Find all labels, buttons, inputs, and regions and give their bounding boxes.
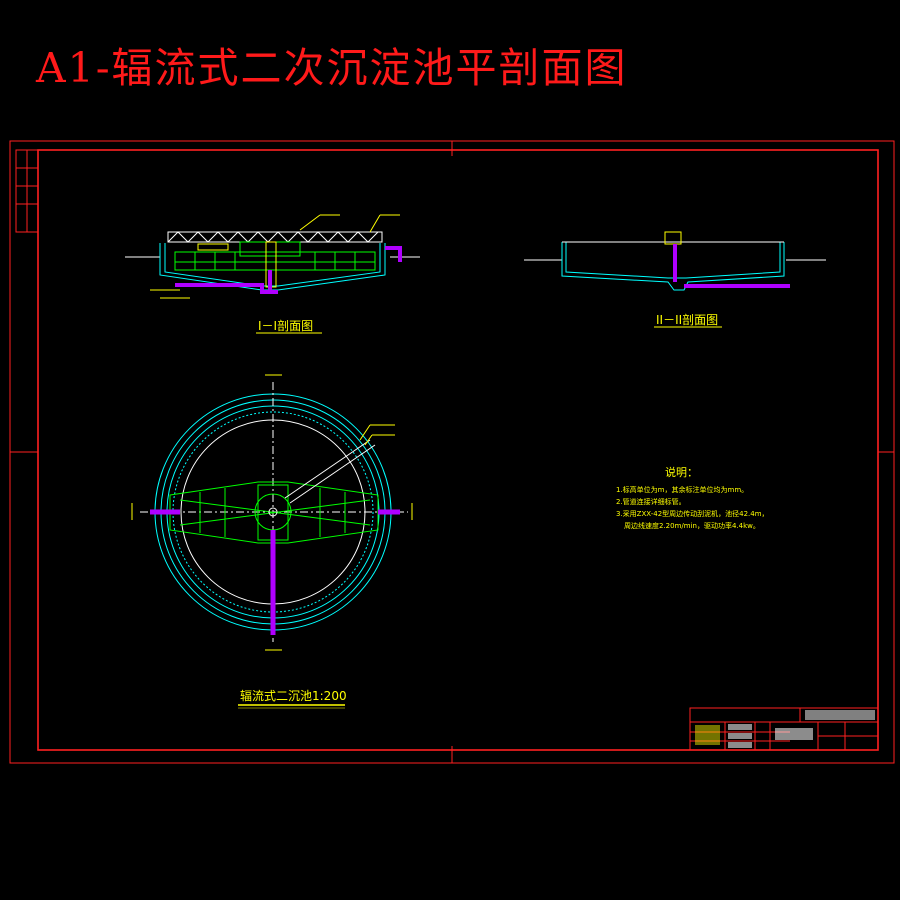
section-ii-drawing [524, 231, 826, 291]
plan-view-drawing [131, 374, 413, 651]
section-ii-title: II－II剖面图 [656, 313, 718, 327]
notes-block: 说明： 1.标高单位为m，其余标注单位均为mm。 2.管道连接详细标管。 3.采… [616, 465, 769, 530]
title-block [689, 707, 879, 751]
notes-line-3: 3.采用ZXX-42型周边传动刮泥机，池径42.4m， [616, 509, 769, 518]
notes-line-2: 2.管道连接详细标管。 [616, 497, 686, 506]
notes-line-1: 1.标高单位为m，其余标注单位均为mm。 [616, 485, 748, 494]
notes-line-4: 周边线速度2.20m/min，驱动功率4.4kw。 [624, 521, 760, 530]
plan-title: 辐流式二沉池1:200 [240, 688, 347, 703]
section-i-drawing [125, 214, 420, 299]
section-i-title: I－I剖面图 [258, 319, 313, 333]
sheet-title: A1-辐流式二次沉淀池平剖面图 [36, 44, 628, 92]
drawing-frame [9, 140, 895, 764]
notes-heading: 说明： [665, 465, 698, 479]
